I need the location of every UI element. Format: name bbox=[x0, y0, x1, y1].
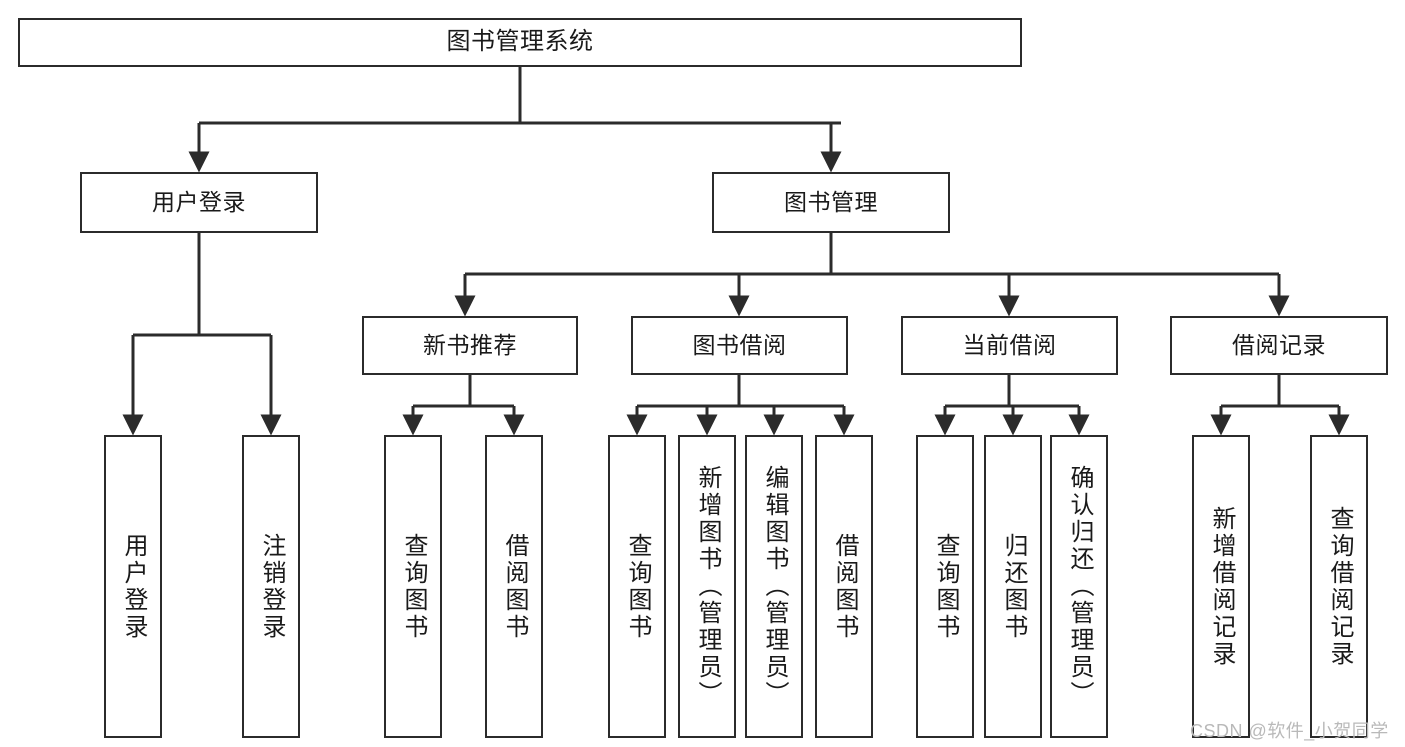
node-user-login[interactable]: 用户登录 bbox=[80, 172, 318, 233]
node-leaf-bookborrow-add-label: 新增图书（管理员） bbox=[694, 465, 721, 708]
node-leaf-newbook-borrow-label: 借阅图书 bbox=[501, 532, 528, 641]
node-leaf-newbook-query[interactable]: 查询图书 bbox=[384, 435, 442, 738]
csdn-watermark: CSDN @软件_小贺同学 bbox=[1190, 721, 1389, 741]
node-new-book-recommend-label: 新书推荐 bbox=[423, 331, 517, 358]
node-leaf-logout-label: 注销登录 bbox=[258, 532, 285, 641]
node-borrow-record-label: 借阅记录 bbox=[1232, 331, 1326, 358]
node-leaf-borrowrecord-query-label: 查询借阅记录 bbox=[1326, 505, 1353, 668]
node-leaf-currentborrow-return[interactable]: 归还图书 bbox=[984, 435, 1042, 738]
node-current-borrow[interactable]: 当前借阅 bbox=[901, 316, 1118, 375]
node-leaf-borrowrecord-query[interactable]: 查询借阅记录 bbox=[1310, 435, 1368, 738]
node-leaf-bookborrow-edit[interactable]: 编辑图书（管理员） bbox=[745, 435, 803, 738]
node-borrow-record[interactable]: 借阅记录 bbox=[1170, 316, 1388, 375]
node-leaf-bookborrow-borrow[interactable]: 借阅图书 bbox=[815, 435, 873, 738]
node-leaf-newbook-borrow[interactable]: 借阅图书 bbox=[485, 435, 543, 738]
node-leaf-currentborrow-confirm[interactable]: 确认归还（管理员） bbox=[1050, 435, 1108, 738]
node-leaf-bookborrow-query-label: 查询图书 bbox=[624, 532, 651, 641]
node-book-manage[interactable]: 图书管理 bbox=[712, 172, 950, 233]
node-root[interactable]: 图书管理系统 bbox=[18, 18, 1022, 67]
node-book-borrow[interactable]: 图书借阅 bbox=[631, 316, 848, 375]
node-book-borrow-label: 图书借阅 bbox=[692, 331, 787, 358]
node-leaf-bookborrow-query[interactable]: 查询图书 bbox=[608, 435, 666, 738]
node-leaf-user-login[interactable]: 用户登录 bbox=[104, 435, 162, 738]
node-leaf-currentborrow-query[interactable]: 查询图书 bbox=[916, 435, 974, 738]
node-user-login-label: 用户登录 bbox=[152, 188, 246, 215]
node-leaf-borrowrecord-add-label: 新增借阅记录 bbox=[1208, 505, 1235, 668]
node-leaf-logout[interactable]: 注销登录 bbox=[242, 435, 300, 738]
node-leaf-bookborrow-add[interactable]: 新增图书（管理员） bbox=[678, 435, 736, 738]
node-leaf-bookborrow-borrow-label: 借阅图书 bbox=[831, 532, 858, 641]
node-leaf-user-login-label: 用户登录 bbox=[120, 532, 147, 641]
node-leaf-bookborrow-edit-label: 编辑图书（管理员） bbox=[761, 465, 788, 708]
node-leaf-currentborrow-query-label: 查询图书 bbox=[932, 532, 959, 641]
node-leaf-newbook-query-label: 查询图书 bbox=[400, 532, 427, 641]
node-current-borrow-label: 当前借阅 bbox=[962, 331, 1057, 358]
node-leaf-borrowrecord-add[interactable]: 新增借阅记录 bbox=[1192, 435, 1250, 738]
node-leaf-currentborrow-return-label: 归还图书 bbox=[1000, 532, 1027, 641]
node-book-manage-label: 图书管理 bbox=[784, 188, 878, 215]
node-new-book-recommend[interactable]: 新书推荐 bbox=[362, 316, 578, 375]
node-leaf-currentborrow-confirm-label: 确认归还（管理员） bbox=[1066, 465, 1093, 708]
node-root-label: 图书管理系统 bbox=[446, 28, 594, 56]
